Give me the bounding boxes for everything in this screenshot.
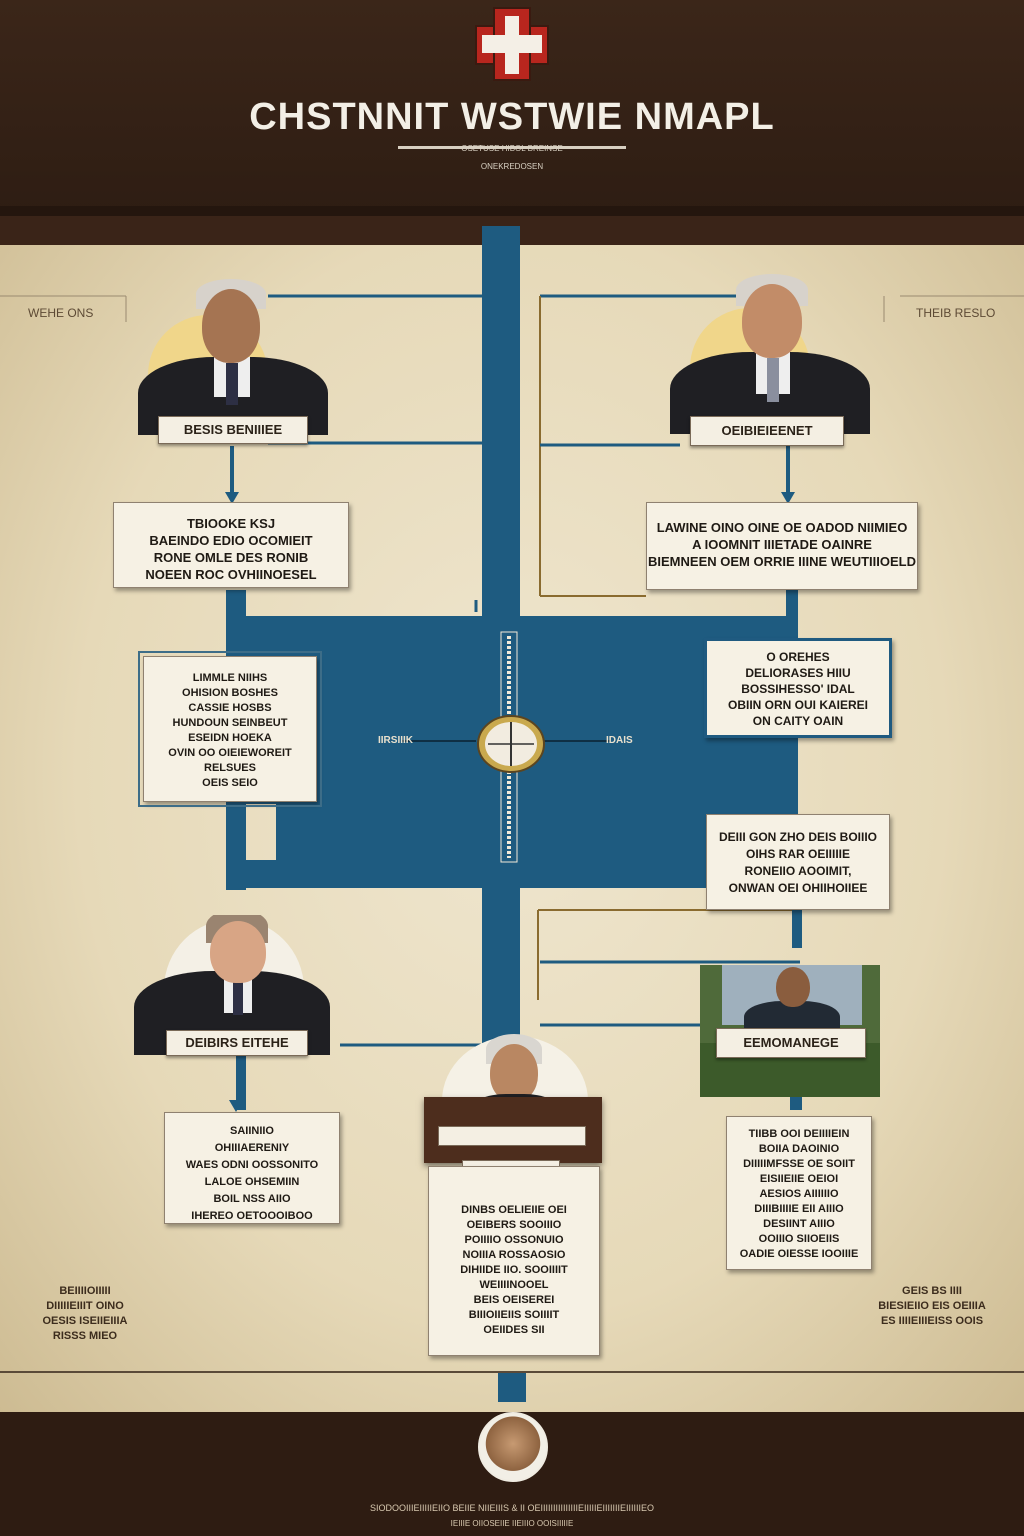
portrait-top-left <box>130 275 336 435</box>
red-cross-emblem-icon <box>475 7 549 81</box>
person-portrait-icon <box>478 1412 548 1482</box>
subtitle-secondary: ONEKREDOSEN <box>480 162 544 171</box>
compass-medallion-icon <box>477 715 545 773</box>
nameplate-top-left: BESIS BENIIIEE <box>158 416 308 444</box>
nameplate-lower-right: EEMOMANEGE <box>716 1028 866 1058</box>
card-top-right: LAWINE OINO OINE OE OADOD NIIMIEO A IOOM… <box>646 502 918 590</box>
side-label-top-right: THEIB RESLO <box>916 306 996 320</box>
nameplate-lower-left: DEIBIRS EITEHE <box>166 1030 308 1056</box>
header-divider <box>0 206 1024 216</box>
side-block-right: GEIS BS IIII BIESIEIIO EIS OEIIIA ES III… <box>878 1285 986 1327</box>
side-block-left: BEIIIIOIIIII DIIIIIEIIIT OINO OESIS ISEI… <box>42 1285 128 1342</box>
side-label-top-left: WEHE ONS <box>28 306 94 320</box>
title-rule <box>398 146 626 149</box>
center-bottom-nameplate <box>438 1126 586 1146</box>
center-label-right: IDAIS <box>606 735 633 746</box>
card-lower-right: TIIBB OOI DEIIIIEIN BOIIA DAOINIO DIIIII… <box>726 1116 872 1270</box>
center-label-left: IIRSIIIK <box>378 735 414 746</box>
footer-credits: SIODOOIIIEIIIIIEIIO BEIIE NIIEIIIS & II … <box>369 1503 655 1513</box>
subtitle-primary: OSETUSE HIBOL BREINSE <box>461 144 563 153</box>
nameplate-top-right: OEIBIEIEENET <box>690 416 844 446</box>
portrait-top-right <box>664 272 876 434</box>
card-mid-right: O OREHES DELIORASES HIIU BOSSIHESSO' IDA… <box>704 638 892 738</box>
card-mid-left: LIMMLE NIIHS OHISION BOSHES CASSIE HOSBS… <box>138 651 322 807</box>
card-center-bottom: DINBS OELIEIIE OEI OEIBERS SOOIIIO POIII… <box>428 1166 600 1356</box>
page-title: CHSTNNIT WSTWIE NMAPL <box>249 96 775 138</box>
card-lower-left: SAIINIIO OHIIIAERENIY WAES ODNI OOSSONIT… <box>164 1112 340 1224</box>
card-top-left: TBIOOKE KSJ BAEINDO EDIO OCOMIEIT RONE O… <box>113 502 349 588</box>
card-lower-right-mid: DEIII GON ZHO DEIS BOIIIO OIHS RAR OEIII… <box>706 814 890 910</box>
footer-subcredits: IEIIIE OIIOSEIIE IIEIIIO OOISIIIIIE <box>450 1519 574 1528</box>
